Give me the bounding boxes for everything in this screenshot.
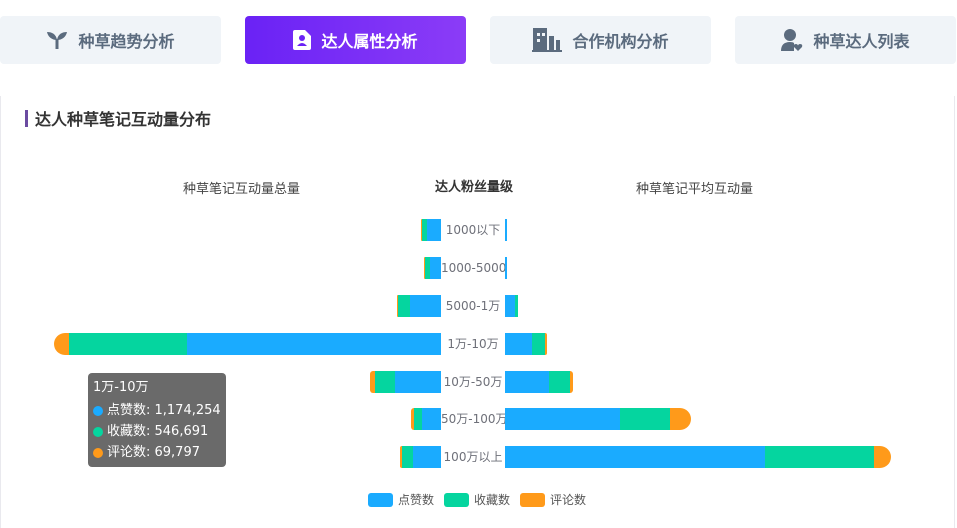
right-bar-favorites[interactable]	[515, 295, 518, 317]
category-label: 1000-5000	[441, 261, 507, 275]
category-label: 5000-1万	[445, 299, 501, 313]
category-label: 1万-10万	[447, 337, 499, 351]
likes-swatch-icon	[368, 492, 393, 507]
tab-trend-analysis[interactable]: 种草趋势分析	[0, 16, 221, 64]
left-bar-comments[interactable]	[370, 371, 376, 393]
tooltip-likes-value: 点赞数: 1,174,254	[107, 403, 221, 418]
category-label: 50万-100万	[441, 412, 508, 426]
tab-influencer-list[interactable]: 种草达人列表	[735, 16, 956, 64]
left-bar-likes[interactable]	[430, 257, 441, 279]
category-label: 10万-50万	[443, 375, 503, 389]
chart-panel	[0, 96, 955, 528]
left-bar-likes[interactable]	[187, 333, 441, 355]
tab-label: 达人属性分析	[321, 32, 418, 51]
legend-item-comments[interactable]: 评论数	[520, 491, 586, 508]
left-bar-likes[interactable]	[413, 446, 441, 468]
left-bar-comments[interactable]	[54, 333, 70, 355]
chart-tooltip: 1万-10万 点赞数: 1,174,254 收藏数: 546,691 评论数: …	[88, 373, 226, 467]
left-bar-favorites[interactable]	[402, 446, 414, 468]
tab-label: 种草达人列表	[813, 32, 910, 51]
left-bar-likes[interactable]	[395, 371, 441, 393]
right-bar-favorites[interactable]	[765, 446, 874, 468]
right-bar-likes[interactable]	[505, 333, 532, 355]
tab-label: 种草趋势分析	[78, 32, 175, 51]
sprout-icon	[47, 32, 68, 49]
right-bar-favorites[interactable]	[532, 333, 545, 355]
likes-dot-icon	[93, 405, 103, 416]
legend-label: 评论数	[550, 493, 587, 507]
section-title-text: 达人种草笔记互动量分布	[35, 110, 212, 129]
comments-swatch-icon	[520, 492, 546, 507]
left-bar-favorites[interactable]	[421, 219, 427, 241]
legend-item-likes[interactable]: 点赞数	[368, 491, 434, 508]
right-bar-likes[interactable]	[505, 257, 507, 279]
right-chart-title: 种草笔记平均互动量	[636, 182, 754, 197]
tab-label: 合作机构分析	[572, 32, 669, 51]
tab-agency-analysis[interactable]: 合作机构分析	[490, 16, 711, 64]
left-bar-comments[interactable]	[420, 219, 422, 241]
user-heart-icon	[781, 29, 803, 51]
tooltip-row-favorites: 收藏数: 546,691	[93, 421, 221, 442]
right-bar-favorites[interactable]	[620, 408, 670, 430]
profile-card-icon	[293, 30, 312, 50]
right-bar-comments[interactable]	[874, 446, 891, 468]
chart-legend: 点赞数 收藏数 评论数	[368, 491, 586, 508]
left-bar-likes[interactable]	[421, 408, 441, 430]
favorites-dot-icon	[93, 426, 103, 437]
legend-label: 点赞数	[398, 493, 435, 507]
left-bar-favorites[interactable]	[69, 333, 188, 355]
right-bar-likes[interactable]	[505, 446, 765, 468]
legend-item-favorites[interactable]: 收藏数	[444, 491, 510, 508]
right-bar-likes[interactable]	[505, 219, 507, 241]
comments-dot-icon	[93, 447, 103, 458]
right-bar-likes[interactable]	[505, 295, 515, 317]
favorites-swatch-icon	[444, 492, 470, 507]
legend-label: 收藏数	[474, 493, 511, 507]
tooltip-comments-value: 评论数: 69,797	[107, 445, 200, 460]
tooltip-favorites-value: 收藏数: 546,691	[107, 424, 209, 439]
title-accent-bar	[25, 109, 28, 127]
left-chart-title: 种草笔记互动量总量	[183, 182, 301, 197]
right-bar-comments[interactable]	[570, 371, 573, 393]
left-bar-comments[interactable]	[400, 446, 403, 468]
left-bar-favorites[interactable]	[425, 257, 431, 279]
left-bar-favorites[interactable]	[375, 371, 396, 393]
tooltip-row-comments: 评论数: 69,797	[93, 442, 221, 463]
left-bar-favorites[interactable]	[413, 408, 422, 430]
category-label: 100万以上	[443, 450, 503, 464]
tooltip-title: 1万-10万	[93, 380, 149, 395]
tab-bar: 种草趋势分析 达人属性分析 合作机构分析 种草达人列表	[0, 16, 957, 64]
building-icon	[532, 28, 563, 52]
left-bar-favorites[interactable]	[398, 295, 411, 317]
section-title: 达人种草笔记互动量分布	[25, 108, 212, 129]
category-label: 1000以下	[445, 223, 501, 237]
right-bar-likes[interactable]	[505, 371, 549, 393]
left-bar-comments[interactable]	[424, 257, 426, 279]
right-bar-comments[interactable]	[545, 333, 547, 355]
tab-influencer-attributes[interactable]: 达人属性分析	[245, 16, 466, 64]
category-axis-title: 达人粉丝量级	[435, 180, 514, 195]
left-bar-comments[interactable]	[410, 408, 414, 430]
left-bar-likes[interactable]	[426, 219, 441, 241]
right-bar-comments[interactable]	[670, 408, 691, 430]
left-bar-likes[interactable]	[410, 295, 441, 317]
right-bar-likes[interactable]	[505, 408, 620, 430]
left-bar-comments[interactable]	[397, 295, 399, 317]
tooltip-row-likes: 点赞数: 1,174,254	[93, 400, 221, 421]
right-bar-favorites[interactable]	[549, 371, 570, 393]
